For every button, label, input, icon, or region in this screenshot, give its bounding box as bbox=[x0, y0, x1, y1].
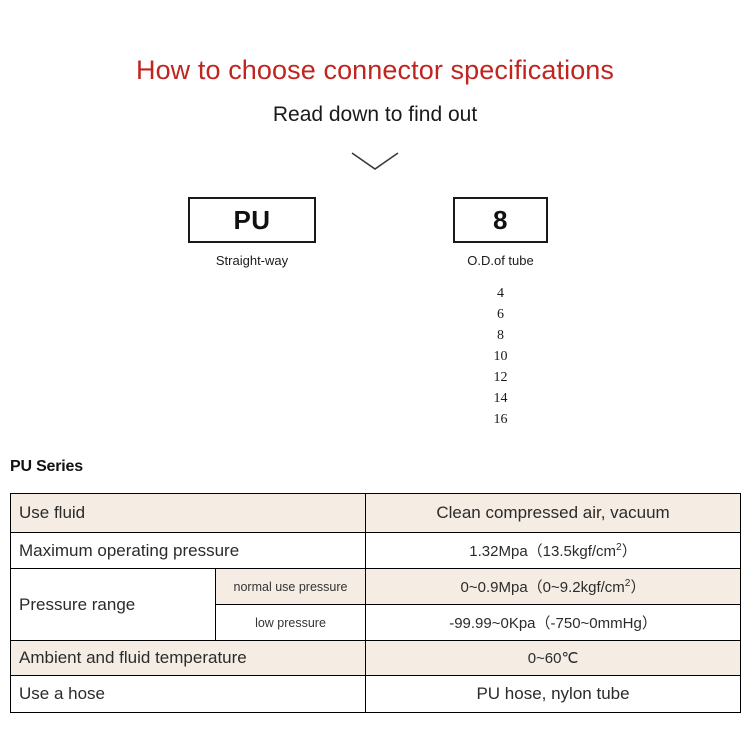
code-box-tube-size: 8 bbox=[453, 197, 548, 243]
tube-size-item: 8 bbox=[497, 328, 504, 343]
code-box-series: PU bbox=[188, 197, 316, 243]
value-tail: ） bbox=[630, 579, 646, 596]
row-label-pressure-range: Pressure range bbox=[10, 568, 216, 641]
table-row: Use fluid Clean compressed air, vacuum bbox=[9, 493, 742, 533]
code-box-series-caption: Straight-way bbox=[215, 253, 289, 268]
row-value-use-a-hose: PU hose, nylon tube bbox=[365, 675, 742, 713]
chevron-down-icon bbox=[351, 152, 399, 172]
row-value-low-pressure: -99.99~0Kpa（-750~0mmHg） bbox=[365, 604, 742, 641]
tube-size-item: 4 bbox=[497, 286, 504, 301]
specification-table: Use fluid Clean compressed air, vacuum M… bbox=[9, 493, 742, 713]
row-value-normal-use-pressure: 0~0.9Mpa（0~9.2kgf/cm2） bbox=[365, 568, 742, 605]
value-text: 0~0.9Mpa（0~9.2kgf/cm bbox=[460, 579, 625, 596]
row-label-use-fluid: Use fluid bbox=[9, 493, 367, 533]
row-value-max-operating-pressure: 1.32Mpa（13.5kgf/cm2） bbox=[365, 532, 742, 569]
table-row: Ambient and fluid temperature 0~60℃ bbox=[9, 640, 742, 676]
code-box-tube-size-caption: O.D.of tube bbox=[467, 253, 534, 268]
sub-label-normal-use-pressure: normal use pressure bbox=[214, 568, 367, 605]
tube-size-item: 14 bbox=[493, 391, 508, 406]
row-label-ambient-fluid-temperature: Ambient and fluid temperature bbox=[9, 640, 367, 676]
tube-size-item: 12 bbox=[493, 370, 508, 385]
table-row: Maximum operating pressure 1.32Mpa（13.5k… bbox=[9, 532, 742, 569]
value-superscript: 2 bbox=[616, 542, 622, 553]
table-row: Use a hose PU hose, nylon tube bbox=[9, 675, 742, 713]
sub-label-low-pressure: low pressure bbox=[214, 604, 367, 641]
value-text: 1.32Mpa（13.5kgf/cm bbox=[469, 543, 617, 560]
tube-size-list: 4 6 8 10 12 14 16 bbox=[453, 283, 548, 430]
page-subtitle: Read down to find out bbox=[272, 103, 478, 126]
row-value-ambient-fluid-temperature: 0~60℃ bbox=[365, 640, 742, 676]
row-value-use-fluid: Clean compressed air, vacuum bbox=[365, 493, 742, 533]
table-row: Pressure range normal use pressure 0~0.9… bbox=[10, 568, 742, 641]
tube-size-item: 16 bbox=[493, 412, 508, 427]
series-heading: PU Series bbox=[10, 458, 83, 475]
value-tail: ） bbox=[621, 543, 637, 560]
tube-size-item: 10 bbox=[493, 349, 508, 364]
page-title: How to choose connector specifications bbox=[135, 55, 615, 85]
value-superscript: 2 bbox=[624, 578, 631, 589]
row-label-max-operating-pressure: Maximum operating pressure bbox=[9, 532, 367, 569]
tube-size-item: 6 bbox=[497, 307, 504, 322]
row-label-use-a-hose: Use a hose bbox=[9, 675, 367, 713]
